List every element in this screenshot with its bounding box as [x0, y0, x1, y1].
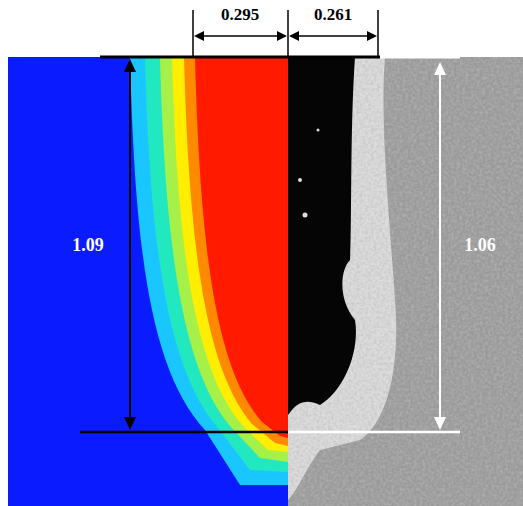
- simulation-contour: [8, 57, 288, 506]
- dimension-label: 1.06: [464, 236, 496, 254]
- micrograph: [288, 57, 523, 506]
- dimension-label: 1.09: [72, 236, 104, 254]
- dimension-lines: [80, 10, 460, 432]
- dimension-label: 0.261: [314, 6, 352, 23]
- dimension-label: 0.295: [221, 6, 259, 23]
